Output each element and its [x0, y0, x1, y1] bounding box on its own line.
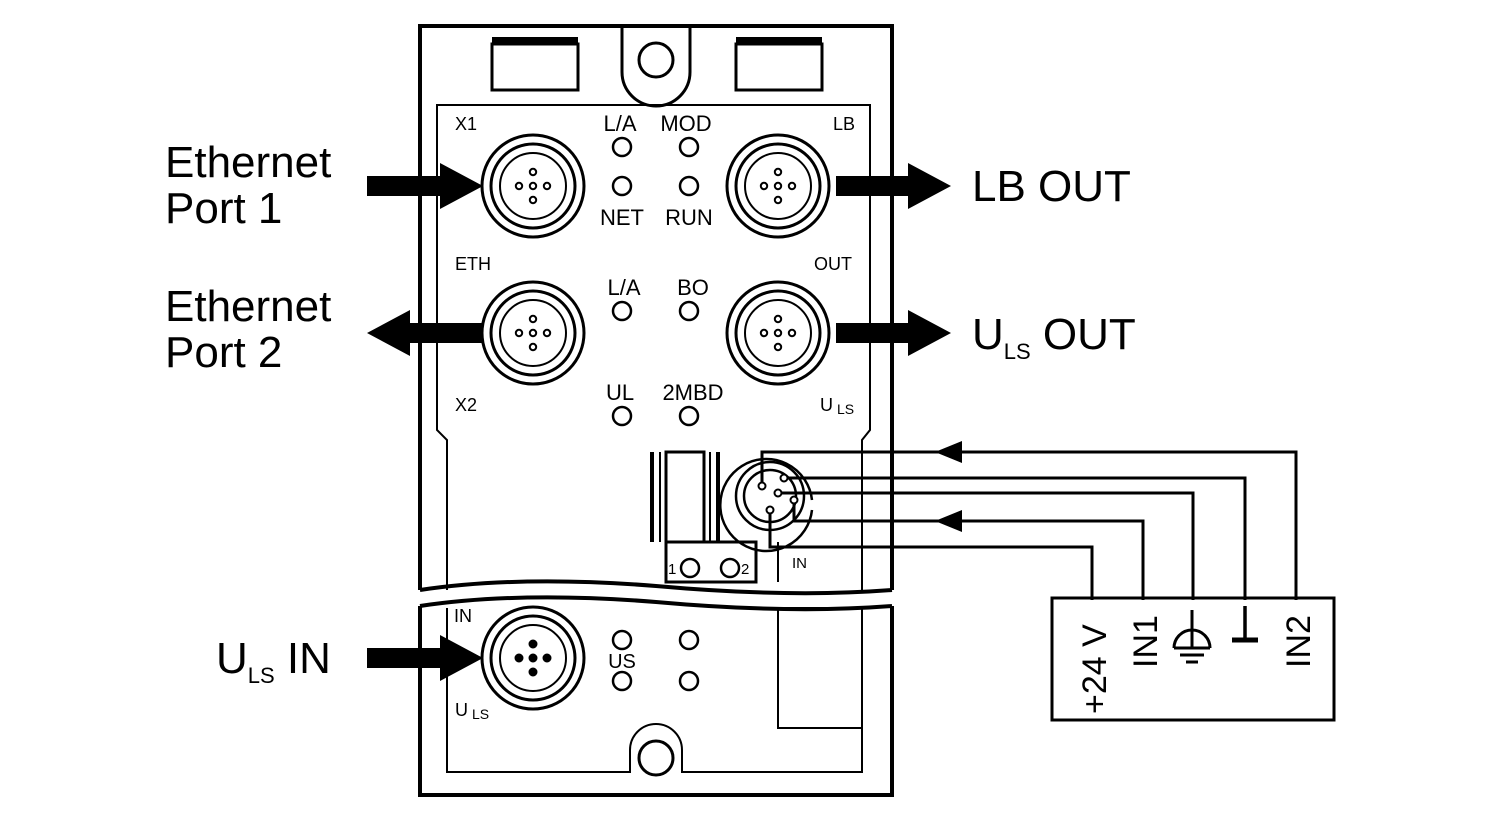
connector-in-small[interactable]	[719, 457, 814, 553]
label-ethernet-port-2-line1: Ethernet	[165, 282, 332, 331]
label-uls-in: ULS IN	[216, 636, 331, 699]
connector-in-uls[interactable]	[480, 605, 586, 711]
label-uls-out-sub: LS	[1003, 339, 1031, 364]
connector-x2[interactable]	[480, 280, 586, 386]
terminal-block	[1050, 596, 1336, 722]
earth-ground-icon	[1172, 610, 1212, 664]
device-housing-lower	[418, 606, 894, 797]
label-in-lower: IN	[454, 606, 472, 626]
label-in-connector: IN	[792, 555, 807, 572]
label-x2: X2	[455, 395, 477, 415]
connector-lb[interactable]	[725, 133, 831, 239]
label-uls-out: ULS OUT	[972, 312, 1136, 375]
led-label-net: NET	[600, 205, 644, 230]
wiring	[760, 450, 1298, 600]
led-label-run: RUN	[665, 205, 713, 230]
label-ethernet-port-1-line2: Port 1	[165, 184, 283, 233]
label-ethernet-port-1-line1: Ethernet	[165, 138, 332, 187]
label-x1: X1	[455, 114, 477, 134]
terminal-in1: IN1	[1127, 615, 1165, 668]
terminal-24v: +24 V	[1076, 624, 1114, 714]
label-uls-in-main: U	[216, 634, 248, 683]
arrow-icon	[367, 163, 951, 681]
led-label-la-top: L/A	[603, 111, 636, 136]
label-uls-out-main: U	[972, 310, 1004, 359]
led-indicators	[611, 136, 700, 692]
break-line	[419, 579, 893, 612]
ground-icon	[1232, 606, 1258, 643]
label-lb: LB	[833, 114, 855, 134]
label-uls-in-rest: IN	[274, 634, 331, 683]
led-label-la-mid: L/A	[607, 275, 640, 300]
device-housing	[418, 24, 894, 590]
wire-arrows	[935, 441, 962, 532]
label-out: OUT	[814, 254, 852, 274]
terminal-in2: IN2	[1280, 615, 1318, 668]
wire-junctions	[757, 473, 799, 515]
label-uls-in-sub: LS	[247, 663, 275, 688]
connector-x1[interactable]	[480, 133, 586, 239]
jumper-label-2: 2	[741, 561, 749, 578]
jumper-block	[650, 450, 779, 584]
label-eth: ETH	[455, 254, 491, 274]
led-label-2mbd: 2MBD	[662, 380, 723, 405]
label-lb-out: LB OUT	[972, 162, 1131, 211]
led-label-us: US	[608, 651, 636, 673]
label-ethernet-port-1: Ethernet Port 1	[165, 140, 331, 232]
led-label-ul: UL	[606, 380, 634, 405]
label-ethernet-port-2: Ethernet Port 2	[165, 284, 331, 376]
led-label-bo: BO	[677, 275, 709, 300]
label-ethernet-port-2-line2: Port 2	[165, 328, 283, 377]
jumper-label-1: 1	[668, 561, 676, 578]
label-uls-out-rest: OUT	[1030, 310, 1136, 359]
led-label-mod: MOD	[660, 111, 711, 136]
connector-out[interactable]	[725, 280, 831, 386]
